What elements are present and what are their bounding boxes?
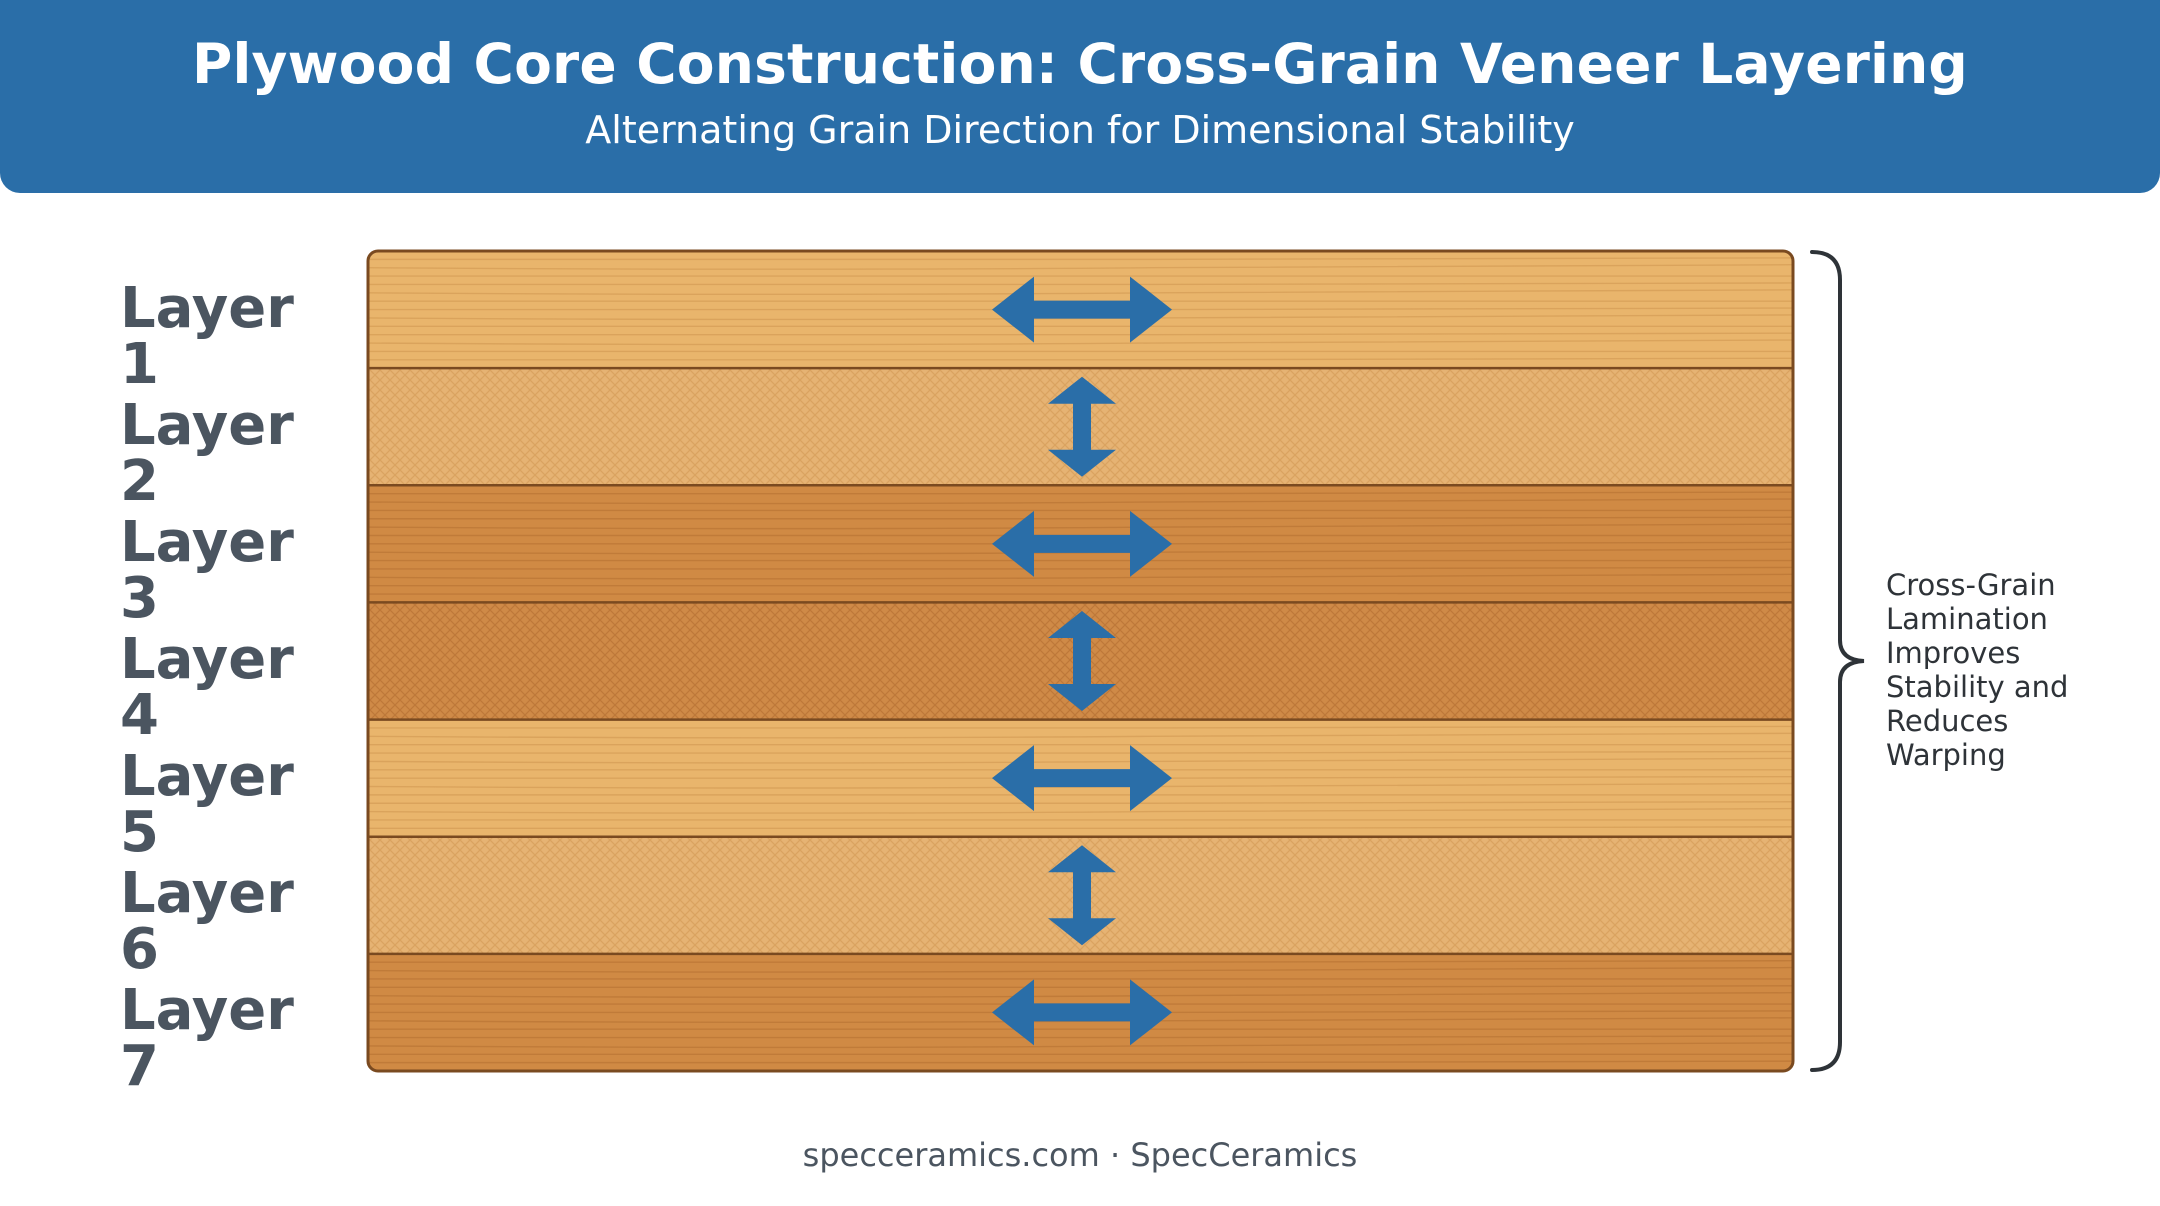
layer-6-grain-arrow-icon	[1048, 845, 1116, 946]
layer-2	[368, 366, 1793, 486]
side-note-line-2: Lamination	[1886, 602, 2048, 636]
layer-4-grain-arrow-icon	[1048, 611, 1116, 711]
layer-3	[368, 484, 1793, 603]
side-note-line-3: Improves	[1886, 636, 2021, 670]
layer-label-4: Layer 4	[120, 627, 294, 748]
layer-5-grain-arrow-icon	[992, 745, 1172, 812]
veneer-layers	[368, 251, 1793, 1071]
layer-label-1: Layer 1	[120, 276, 294, 397]
layer-1-grain-arrow-icon	[992, 276, 1172, 343]
side-note-line-1: Cross-Grain	[1886, 568, 2056, 602]
layer-3-grain-arrow-icon	[992, 510, 1172, 577]
curly-brace	[1810, 250, 1865, 1072]
side-note: Cross-Grain Lamination Improves Stabilit…	[1886, 568, 2136, 772]
layer-label-2: Layer 2	[120, 393, 294, 514]
layer-7-grain-arrow-icon	[992, 979, 1172, 1046]
footer-credit: specceramics.com · SpecCeramics	[802, 1136, 1358, 1174]
page-title: Plywood Core Construction: Cross-Grain V…	[191, 32, 1968, 96]
side-note-line-5: Reduces	[1886, 704, 2009, 738]
layer-1	[368, 251, 1793, 369]
side-note-line-6: Warping	[1886, 738, 2006, 772]
layer-label-7: Layer 7	[120, 978, 294, 1099]
panel-border	[366, 249, 1795, 1073]
layer-7-grain	[368, 960, 1793, 1065]
layer-label-5: Layer 5	[120, 744, 294, 865]
side-note-line-4: Stability and	[1886, 670, 2069, 704]
page-subtitle: Alternating Grain Direction for Dimensio…	[585, 108, 1575, 152]
layer-label-6: Layer 6	[120, 861, 294, 982]
layer-5	[368, 718, 1793, 837]
layer-6	[368, 835, 1793, 954]
header-banner: Plywood Core Construction: Cross-Grain V…	[0, 0, 2160, 193]
layer-4	[368, 601, 1793, 720]
layer-2-grain-arrow-icon	[1048, 376, 1116, 477]
layer-label-3: Layer 3	[120, 510, 294, 631]
layer-7	[368, 952, 1793, 1071]
